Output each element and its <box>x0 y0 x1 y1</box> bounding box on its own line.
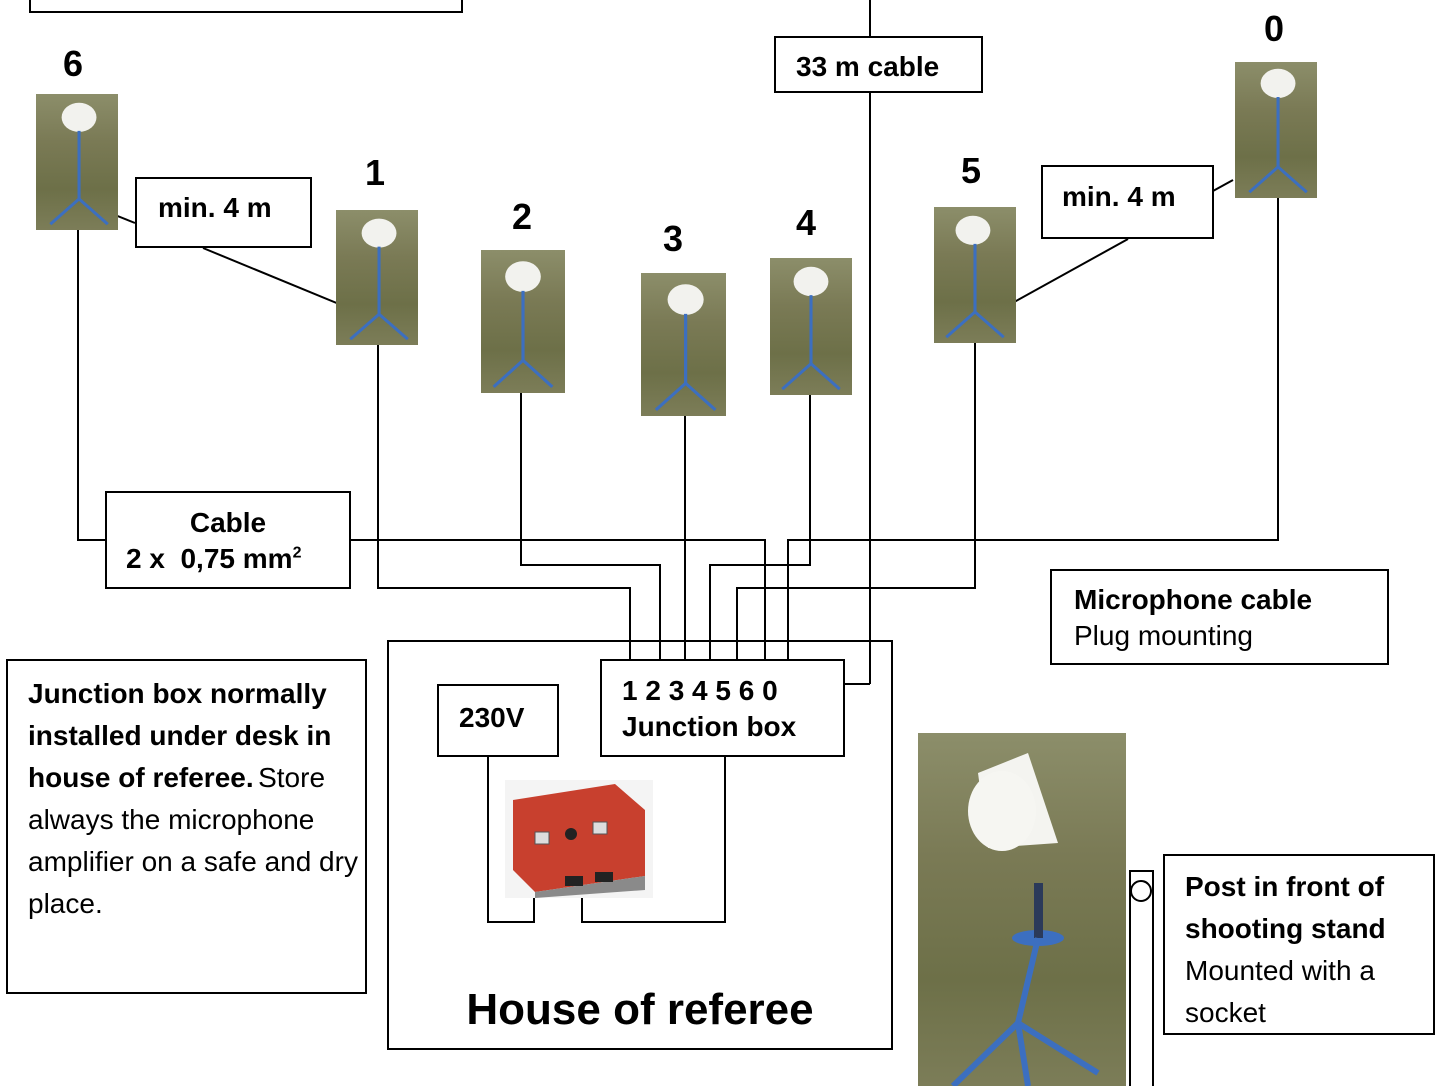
station-number-1: 1 <box>365 152 386 193</box>
cable-mic-1 <box>377 345 631 684</box>
cable-length-label: 33 m cable <box>774 36 983 93</box>
microphone-photo-2 <box>481 250 565 393</box>
post-note-text: Mounted with a socket <box>1185 955 1375 1028</box>
station-number-2: 2 <box>512 196 533 237</box>
power-cable <box>487 757 535 923</box>
microphone-photo-3 <box>641 273 726 416</box>
post-note-bold: Post in front of shooting stand <box>1185 871 1386 944</box>
junction-box-ports: 1 2 3 4 5 6 0 <box>622 675 778 706</box>
cable-mic-2 <box>520 393 661 684</box>
junction-box-title: Junction box <box>622 711 797 742</box>
cable-mic-0 <box>787 198 1279 684</box>
amplifier-cable <box>581 757 726 923</box>
microphone-photo-6 <box>36 94 118 230</box>
microphone-photo-large <box>918 733 1126 1086</box>
power-supply-label: 230V <box>437 684 559 757</box>
cable-spec-superscript: 2 <box>292 544 302 562</box>
distance-text-left: min. 4 m <box>158 192 272 223</box>
microphone-photo-1 <box>336 210 418 345</box>
top-left-box-fragment <box>29 0 463 13</box>
amplifier-photo <box>505 780 653 898</box>
cable-spec-label: Cable 2 x 0,75 mm2 <box>105 491 351 589</box>
station-number-6: 6 <box>63 43 84 84</box>
junction-note-text: Store always the microphone amplifier on… <box>28 762 358 919</box>
cable-length-text: 33 m cable <box>796 51 940 82</box>
pointer-line <box>997 238 1129 312</box>
post <box>1129 870 1154 1086</box>
junction-box: 1 2 3 4 5 6 0 Junction box <box>600 659 845 757</box>
station-number-5: 5 <box>961 150 982 191</box>
cable-mic-6 <box>77 230 105 541</box>
station-number-4: 4 <box>796 202 817 243</box>
junction-note: Junction box normally installed under de… <box>6 659 367 994</box>
station-number-0: 0 <box>1264 8 1285 49</box>
microphone-cable-text: Plug mounting <box>1074 620 1254 651</box>
microphone-cable-label: Microphone cable Plug mounting <box>1050 569 1389 665</box>
post-socket <box>1130 880 1152 902</box>
cable-spec-line2: 2 x 0,75 mm2 <box>126 543 301 575</box>
power-supply-text: 230V <box>459 702 525 733</box>
cable-spec-value: 2 x 0,75 mm <box>126 543 293 574</box>
microphone-photo-5 <box>934 207 1016 343</box>
cable-spec-line1: Cable <box>189 507 267 538</box>
pointer-line <box>1212 179 1234 192</box>
station-number-3: 3 <box>663 218 684 259</box>
distance-label-right: min. 4 m <box>1041 165 1214 239</box>
post-note: Post in front of shooting stand Mounted … <box>1163 854 1435 1035</box>
distance-label-left: min. 4 m <box>135 177 312 248</box>
microphone-photo-4 <box>770 258 852 395</box>
cable-mic-6 <box>350 539 766 684</box>
microphone-photo-0 <box>1235 62 1317 198</box>
junction-note-bold: Junction box normally installed under de… <box>28 678 332 793</box>
house-of-referee: House of referee <box>387 640 893 1050</box>
microphone-cable-title: Microphone cable <box>1074 584 1313 615</box>
distance-text-right: min. 4 m <box>1062 181 1176 212</box>
house-title: House of referee <box>466 985 814 1034</box>
cable-mic-4 <box>709 395 811 684</box>
cable-mic-5 <box>736 343 976 684</box>
